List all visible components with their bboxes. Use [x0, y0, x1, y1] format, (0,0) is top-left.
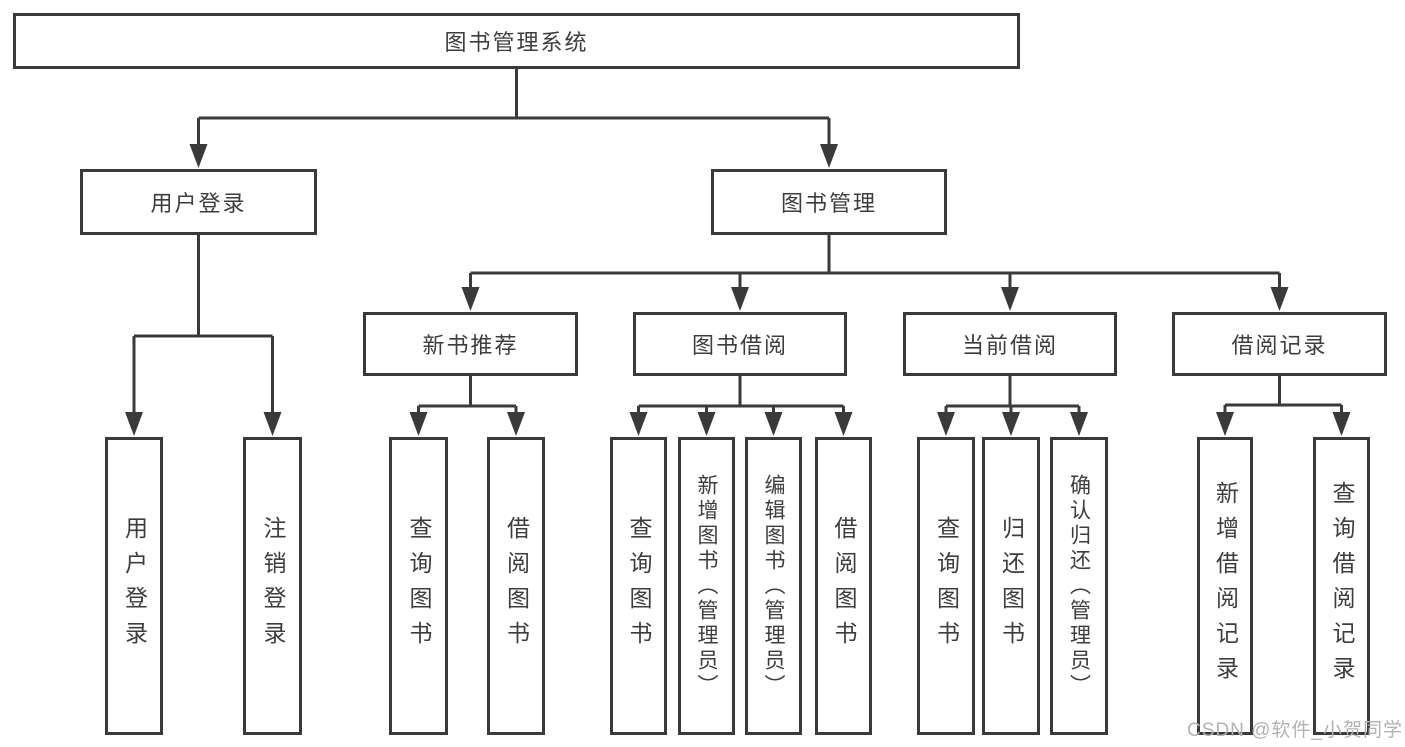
arrow-down-icon: [1332, 412, 1351, 436]
arrow-down-icon: [834, 412, 853, 436]
node-user-login: 用户登录: [80, 169, 317, 235]
arrow-down-icon: [1216, 412, 1234, 436]
connector-root-to-level2: [197, 69, 831, 146]
connector-new-book-children: [417, 376, 518, 414]
arrow-down-icon: [1270, 287, 1289, 311]
watermark: CSDN @软件_小贺同学: [1187, 720, 1403, 741]
leaf-logout: 注销登录: [243, 437, 302, 735]
leaf-borrow-books: 借阅图书: [815, 437, 872, 735]
leaf-label: 查询借阅记录: [1329, 481, 1355, 691]
node-current-borrow: 当前借阅: [903, 312, 1117, 376]
node-new-book-recommend: 新书推荐: [363, 312, 578, 376]
arrow-down-icon: [1002, 412, 1020, 436]
leaf-add-books-admin: 新增图书（管理员）: [678, 437, 735, 735]
connector-book-borrow-children: [637, 376, 845, 414]
leaf-confirm-return-admin: 确认归还（管理员）: [1050, 437, 1108, 735]
arrow-down-icon: [697, 412, 716, 436]
leaf-label: 查询图书: [626, 516, 652, 656]
leaf-query-books-recommend: 查询图书: [389, 437, 448, 735]
leaf-label: 归还图书: [998, 516, 1025, 656]
leaf-return-books: 归还图书: [982, 437, 1040, 735]
leaf-query-books-current: 查询图书: [917, 437, 975, 735]
node-label: 当前借阅: [961, 333, 1058, 358]
arrow-down-icon: [125, 412, 143, 436]
node-label: 图书管理系统: [444, 30, 589, 55]
arrow-down-icon: [189, 144, 208, 168]
node-book-management: 图书管理: [711, 169, 947, 235]
arrow-down-icon: [764, 412, 783, 436]
arrow-down-icon: [937, 412, 955, 436]
arrow-down-icon: [507, 412, 525, 436]
leaf-user-login: 用户登录: [105, 437, 163, 735]
arrow-down-icon: [1001, 287, 1019, 311]
node-library-system: 图书管理系统: [13, 13, 1020, 69]
leaf-label: 确认归还（管理员）: [1067, 473, 1091, 699]
arrow-down-icon: [409, 412, 428, 436]
leaf-query-books-borrow: 查询图书: [610, 437, 667, 735]
arrow-down-icon: [263, 412, 282, 436]
arrow-down-icon: [820, 144, 838, 168]
leaf-label: 编辑图书（管理员）: [762, 473, 785, 699]
leaf-label: 借阅图书: [503, 516, 530, 656]
node-label: 用户登录: [150, 191, 247, 216]
node-label: 新书推荐: [422, 333, 519, 358]
arrow-down-icon: [461, 287, 480, 311]
leaf-label: 用户登录: [121, 516, 148, 656]
node-borrow-record: 借阅记录: [1172, 312, 1387, 376]
connector-book-management-children: [469, 235, 1281, 289]
leaf-borrow-books-recommend: 借阅图书: [487, 437, 545, 735]
arrow-down-icon: [731, 287, 749, 311]
leaf-add-borrow-record: 新增借阅记录: [1197, 437, 1253, 735]
leaf-label: 借阅图书: [831, 516, 857, 656]
arrow-down-icon: [629, 412, 648, 436]
leaf-query-borrow-record: 查询借阅记录: [1313, 437, 1370, 735]
leaf-label: 查询图书: [406, 516, 432, 656]
connector-user-login-children: [132, 234, 274, 414]
node-label: 图书借阅: [691, 333, 788, 358]
leaf-edit-books-admin: 编辑图书（管理员）: [745, 437, 802, 735]
connector-borrow-record-children: [1223, 376, 1343, 414]
arrowheads: [125, 144, 1351, 436]
node-book-borrow: 图书借阅: [633, 312, 847, 376]
connector-current-borrow-children: [944, 376, 1081, 414]
node-label: 图书管理: [780, 191, 877, 216]
leaf-label: 新增借阅记录: [1212, 481, 1239, 691]
leaf-label: 注销登录: [260, 516, 286, 656]
leaf-label: 查询图书: [933, 516, 960, 656]
arrow-down-icon: [1070, 412, 1088, 436]
leaf-label: 新增图书（管理员）: [695, 473, 718, 699]
node-label: 借阅记录: [1231, 333, 1328, 358]
